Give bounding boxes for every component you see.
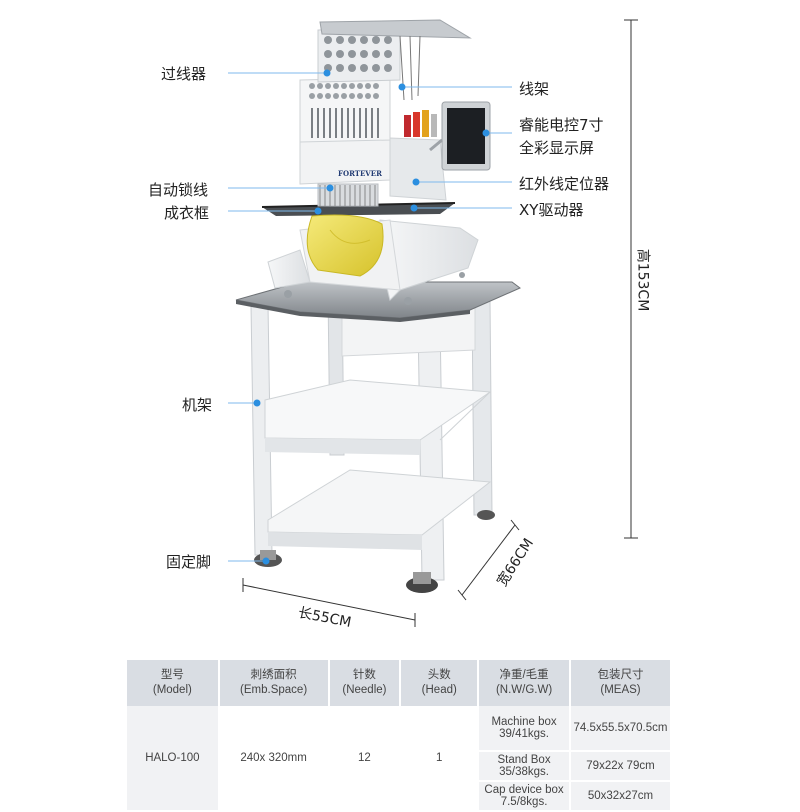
callout-dots <box>253 69 490 565</box>
label-xy-drive: XY驱动器 <box>519 201 584 219</box>
dimension-height: 高153CM <box>634 248 651 312</box>
header-head: 头数(Head) <box>400 660 480 706</box>
callout-lines <box>228 72 512 562</box>
stand-frame <box>250 291 493 581</box>
brand-text: FORTEVER <box>338 169 382 178</box>
cell-head: 1 <box>400 706 480 812</box>
header-weight: 净重/毛重(N.W/G.W) <box>478 660 571 706</box>
header-meas: 包装尺寸(MEAS) <box>569 660 673 706</box>
label-fixed-foot: 固定脚 <box>166 553 212 571</box>
cell-package-meas: 50x32x27cm <box>569 781 673 812</box>
label-infrared-positioner: 红外线定位器 <box>519 175 610 193</box>
embroidery-machine-drawing: FORTEVER <box>228 19 638 627</box>
header-needle: 针数(Needle) <box>328 660 402 706</box>
label-display-line1: 睿能电控7寸 <box>519 116 604 134</box>
label-garment-frame: 成衣框 <box>164 204 210 222</box>
label-display-line2: 全彩显示屏 <box>519 139 595 157</box>
display-screen <box>429 101 491 171</box>
spec-header-row: 型号(Model) 刺绣面积(Emb.Space) 针数(Needle) 头数(… <box>127 660 673 706</box>
cell-package-meas: 79x22x 79cm <box>569 751 673 782</box>
thread-spools <box>404 110 437 137</box>
cell-emb-space: 240x 320mm <box>218 706 330 812</box>
label-machine-stand: 机架 <box>182 396 213 414</box>
cell-needle: 12 <box>328 706 402 812</box>
product-illustration: FORTEVER <box>148 19 651 631</box>
header-emb-space: 刺绣面积(Emb.Space) <box>218 660 330 706</box>
cell-package-meas: 74.5x55.5x70.5cm <box>569 706 673 752</box>
label-thread-guide: 过线器 <box>161 65 207 83</box>
yellow-garment <box>306 214 384 277</box>
thread-guide-tower <box>317 19 472 101</box>
label-thread-stand: 线架 <box>519 80 550 98</box>
machine-head <box>299 77 447 207</box>
cell-model: HALO-100 <box>127 706 220 812</box>
spec-table: 型号(Model) 刺绣面积(Emb.Space) 针数(Needle) 头数(… <box>127 660 673 812</box>
label-auto-trim: 自动锁线 <box>148 181 209 199</box>
dimension-lines <box>242 19 638 627</box>
header-model: 型号(Model) <box>127 660 220 706</box>
